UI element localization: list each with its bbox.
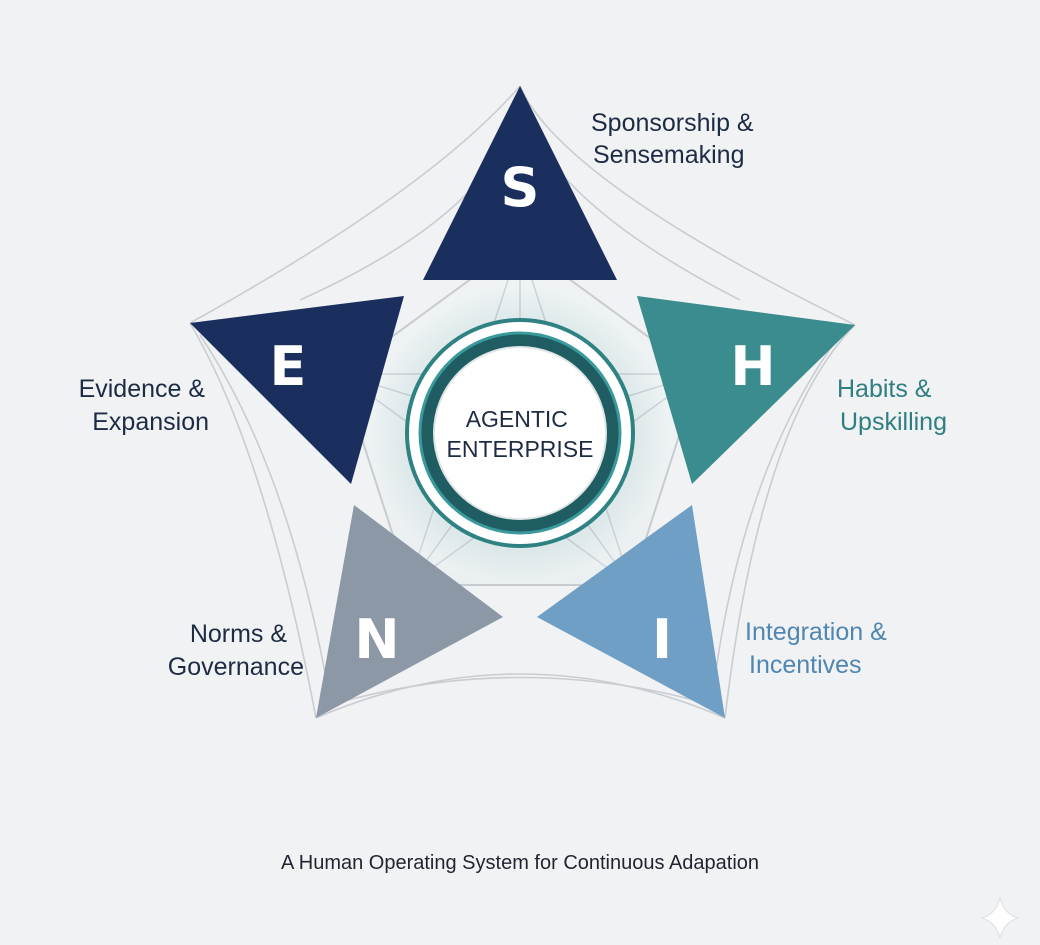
letter-h: H xyxy=(730,335,775,398)
diagram-caption: A Human Operating System for Continuous … xyxy=(280,852,760,874)
pillar-s-point xyxy=(423,86,617,280)
label-evidence: Evidence & Expansion xyxy=(79,375,212,436)
pillar-n-point xyxy=(316,505,503,718)
pillar-i-point xyxy=(537,505,725,718)
letter-e: E xyxy=(270,335,307,398)
label-integration: Integration & Incentives xyxy=(745,618,894,679)
pillar-e-point xyxy=(190,296,404,484)
core-disc xyxy=(433,346,607,520)
pillar-h-point xyxy=(637,296,855,484)
core-label: AGENTIC ENTERPRISE xyxy=(447,406,594,462)
letter-i: I xyxy=(652,608,672,671)
letter-s: S xyxy=(501,156,540,219)
label-habits: Habits & Upskilling xyxy=(837,375,947,436)
four-point-star-icon xyxy=(980,897,1020,939)
label-norms: Norms & Governance xyxy=(168,620,304,681)
label-sponsorship: Sponsorship & Sensemaking xyxy=(591,109,761,169)
letter-n: N xyxy=(354,608,399,671)
